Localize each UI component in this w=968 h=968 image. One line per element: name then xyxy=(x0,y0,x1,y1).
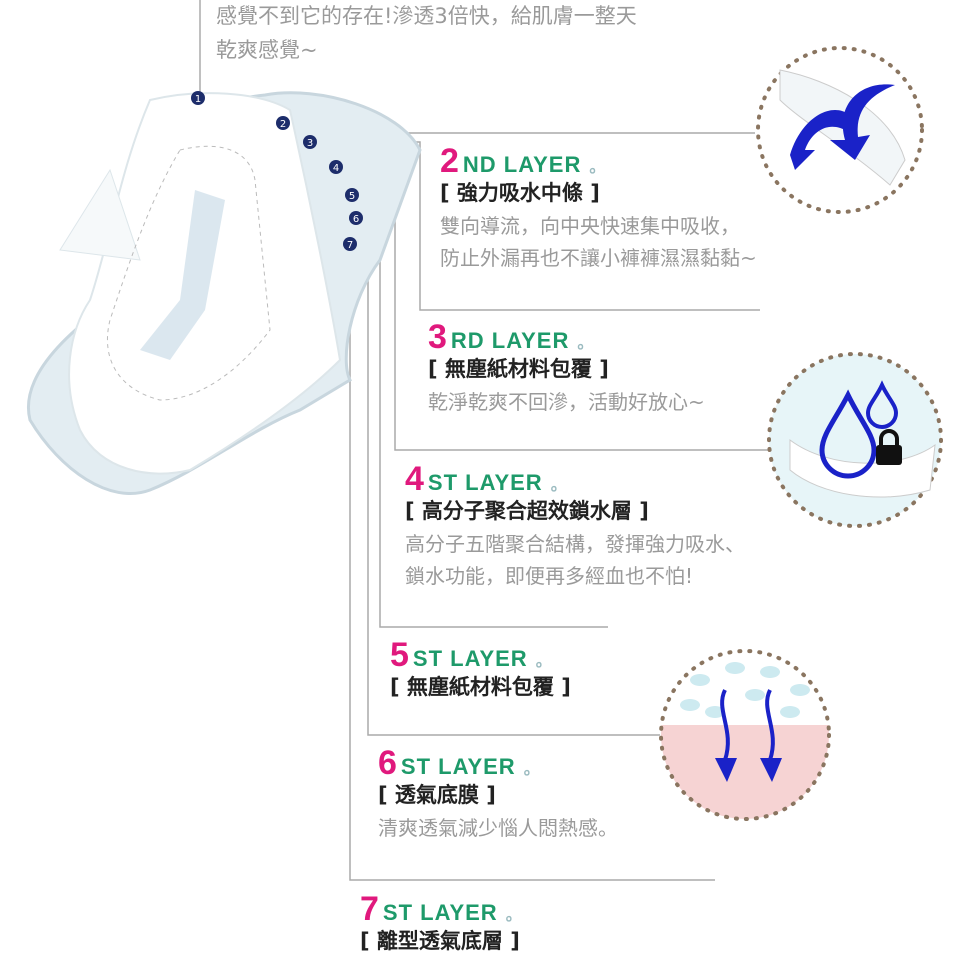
intro-line-2: 乾爽感覺~ xyxy=(216,38,318,62)
marker-1: 1 xyxy=(195,94,201,105)
svg-text:3: 3 xyxy=(307,138,313,149)
arrow-down-icon xyxy=(715,758,737,782)
intro-line-1: 感覺不到它的存在!滲透3倍快，給肌膚一整天 xyxy=(216,4,637,28)
water-drop-icon xyxy=(865,380,899,429)
layer-title: [ 強力吸水中條 ] xyxy=(440,181,600,205)
lock-water-circle xyxy=(767,352,943,528)
svg-text:4: 4 xyxy=(333,163,339,174)
arrow-icon xyxy=(790,109,850,170)
layer-title: [ 無塵紙材料包覆 ] xyxy=(390,675,571,699)
pad-illustration xyxy=(27,91,422,495)
layer-title: [ 高分子聚合超效鎖水層 ] xyxy=(405,499,649,523)
breathable-circle xyxy=(659,649,831,821)
layer-markers: 1 2 3 4 5 6 7 xyxy=(191,91,363,251)
svg-text:5: 5 xyxy=(349,191,355,202)
layer-title: [ 離型透氣底層 ] xyxy=(360,929,520,953)
lock-icon xyxy=(876,445,902,465)
arrow-down-icon xyxy=(760,758,782,782)
dual-flow-circle xyxy=(756,46,924,214)
water-drop-icon xyxy=(819,389,877,479)
layer-title: [ 透氣底膜 ] xyxy=(378,783,496,807)
layer-title: [ 無塵紙材料包覆 ] xyxy=(428,357,609,381)
arrow-icon xyxy=(830,84,895,160)
svg-text:2: 2 xyxy=(280,119,286,130)
svg-text:7: 7 xyxy=(347,240,353,251)
svg-text:6: 6 xyxy=(353,214,359,225)
